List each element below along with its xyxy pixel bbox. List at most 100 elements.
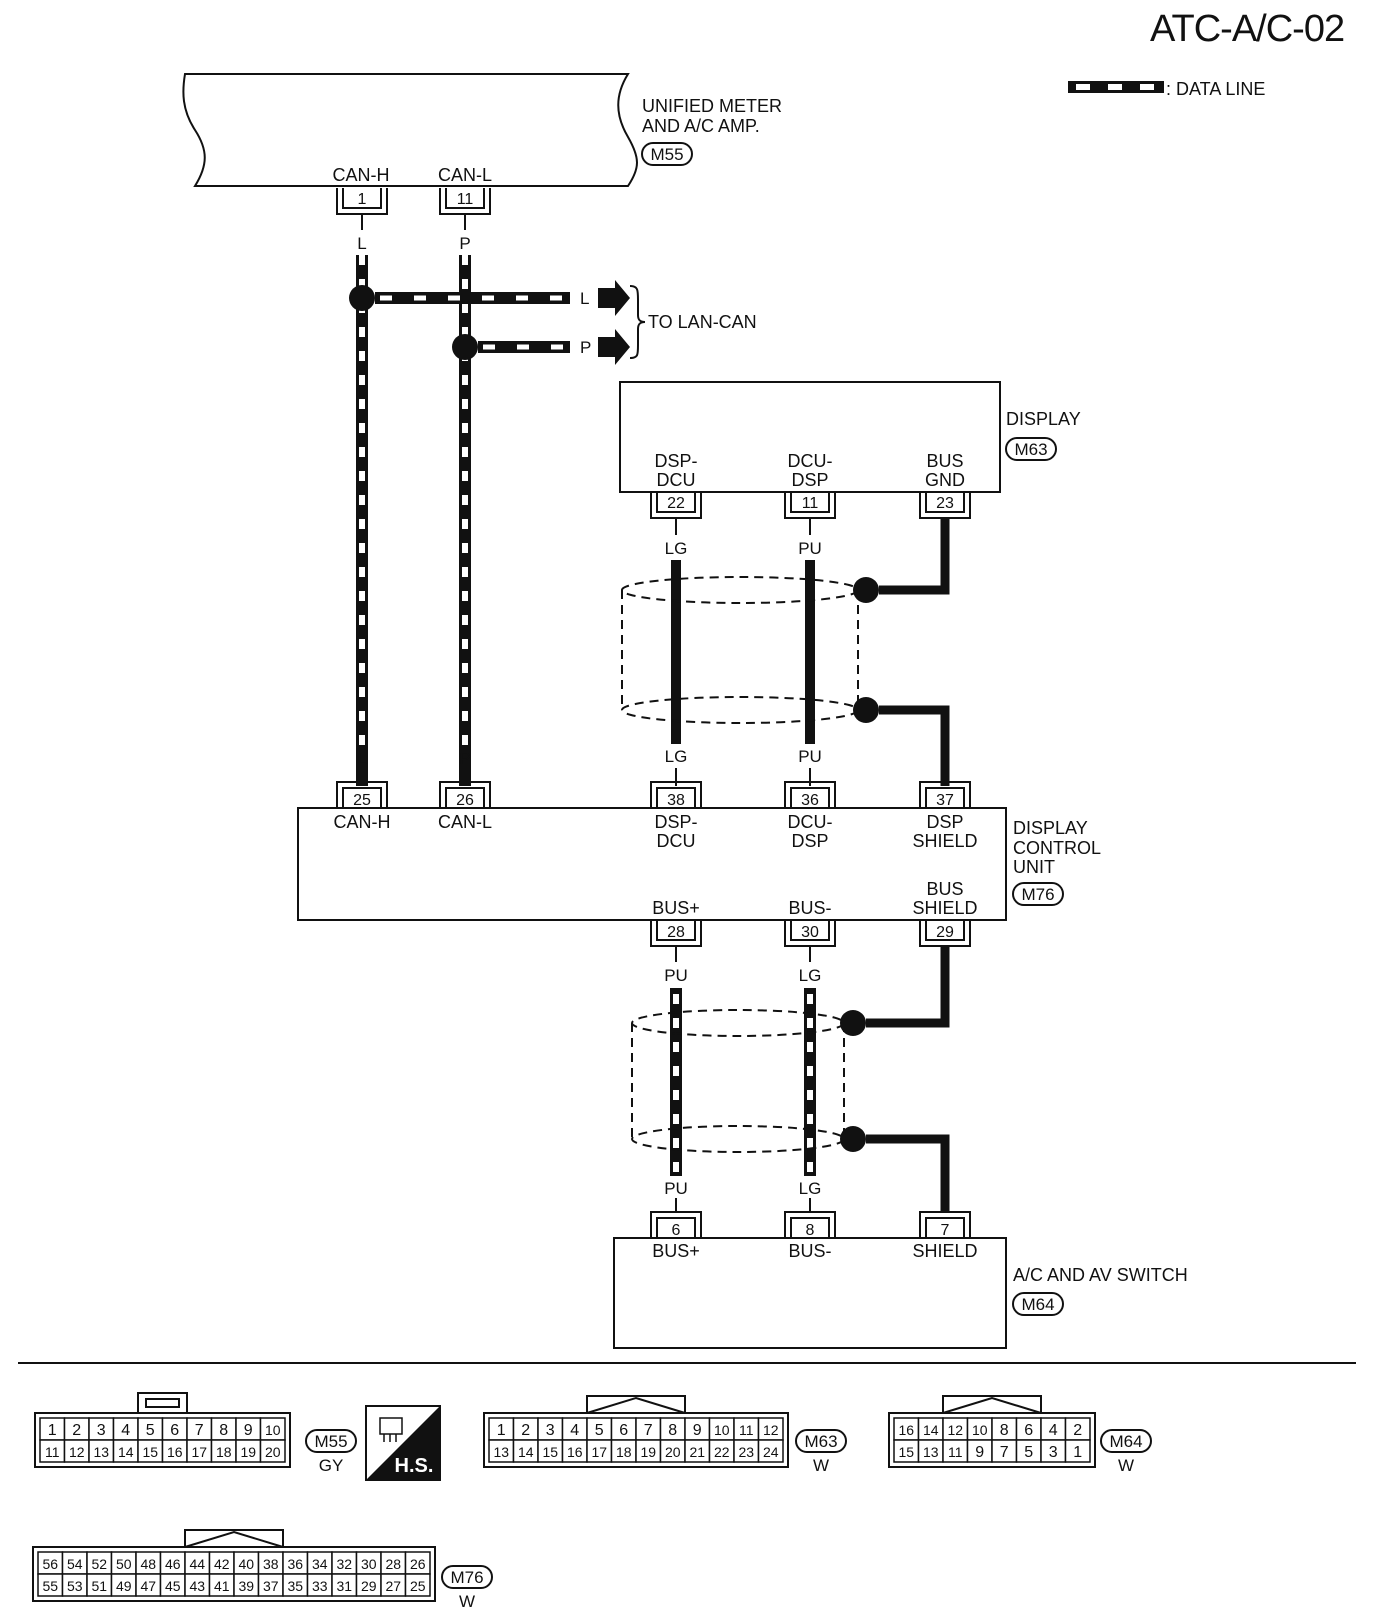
svg-text:PU: PU: [664, 966, 688, 985]
cavity-number: 46: [165, 1556, 181, 1572]
hs-label: H.S.: [395, 1455, 434, 1477]
svg-text:36: 36: [801, 792, 819, 809]
cavity-number: 2: [521, 1422, 530, 1439]
svg-text:1: 1: [358, 191, 367, 208]
cavity-number: 9: [975, 1444, 984, 1461]
svg-text:CAN-L: CAN-L: [438, 812, 492, 832]
cavity-number: 52: [91, 1556, 107, 1572]
cavity-number: 24: [763, 1444, 779, 1460]
cavity-number: 20: [665, 1444, 681, 1460]
svg-text:DSP: DSP: [926, 812, 963, 832]
cavity-number: 45: [165, 1578, 181, 1594]
m64-pin-6: 6: [650, 1211, 702, 1239]
svg-text:11: 11: [457, 191, 474, 208]
cavity-number: 16: [898, 1422, 914, 1438]
connector-cavity: [259, 1439, 286, 1463]
svg-text:26: 26: [456, 792, 474, 809]
svg-text:BUS+: BUS+: [652, 1241, 700, 1261]
cavity-number: 18: [216, 1444, 232, 1460]
cavity-number: 14: [118, 1444, 134, 1460]
m76-pin-36: 36: [784, 781, 836, 809]
m63-pin-11: 11: [784, 492, 836, 519]
to-lan-can-label: TO LAN-CAN: [648, 312, 757, 332]
connector-id: M76: [450, 1568, 483, 1587]
m76-pin-37: 37: [919, 781, 971, 809]
upper-shield: [621, 518, 950, 786]
svg-text:LG: LG: [799, 1179, 822, 1198]
svg-text:SHIELD: SHIELD: [912, 898, 977, 918]
cavity-number: 11: [45, 1444, 60, 1460]
svg-text:P: P: [580, 338, 591, 357]
cavity-number: 12: [947, 1422, 963, 1438]
cavity-number: 6: [1024, 1422, 1033, 1439]
cavity-number: 2: [1073, 1422, 1082, 1439]
connector-color: W: [459, 1592, 475, 1611]
svg-text:23: 23: [936, 495, 954, 512]
cavity-number: 18: [616, 1444, 632, 1460]
cavity-number: 11: [739, 1422, 754, 1438]
cavity-number: 14: [518, 1444, 534, 1460]
cavity-number: 19: [240, 1444, 256, 1460]
to-lan-can-brace: TO LAN-CAN: [629, 285, 757, 359]
m76-pin-38: 38: [650, 781, 702, 809]
cavity-number: 10: [265, 1422, 281, 1438]
svg-text:28: 28: [667, 924, 685, 941]
cavity-number: 7: [1000, 1444, 1009, 1461]
dcu-dsp-wire: PU PU: [798, 518, 822, 786]
cavity-number: 17: [591, 1444, 607, 1460]
bus-minus-wire: LG LG: [799, 946, 822, 1212]
meter-name-1: UNIFIED METER: [642, 96, 782, 116]
switch-name: A/C AND AV SWITCH: [1013, 1265, 1188, 1285]
connector-cavity: [1064, 1439, 1091, 1463]
cavity-number: 4: [570, 1422, 579, 1439]
display-box: DISPLAY M63 DSP- DCU DCU- DSP BUS GND: [619, 381, 1081, 493]
cavity-number: 9: [244, 1422, 253, 1439]
harness-symbol-badge: H.S.: [365, 1405, 441, 1481]
svg-text:38: 38: [667, 792, 685, 809]
cavity-number: 35: [287, 1578, 303, 1594]
connector-cavity: [404, 1573, 431, 1597]
connector-id: M63: [804, 1432, 837, 1451]
svg-text:DSP-: DSP-: [654, 451, 697, 471]
svg-text:11: 11: [802, 495, 819, 512]
lan-can-branch-p: P: [452, 329, 630, 365]
m55-pin1-label: CAN-H: [333, 165, 390, 185]
cavity-number: 13: [93, 1444, 109, 1460]
cavity-number: 40: [238, 1556, 254, 1572]
cavity-number: 49: [116, 1578, 132, 1594]
cavity-number: 41: [214, 1578, 230, 1594]
can-h-wire: L L: [356, 214, 368, 786]
cavity-number: 13: [923, 1444, 939, 1460]
cavity-number: 20: [265, 1444, 281, 1460]
connector-cavity: [757, 1439, 784, 1463]
cavity-number: 37: [263, 1578, 279, 1594]
cavity-number: 27: [385, 1578, 401, 1594]
cavity-number: 43: [189, 1578, 205, 1594]
cavity-number: 16: [167, 1444, 183, 1460]
svg-text:SHIELD: SHIELD: [912, 1241, 977, 1261]
svg-text:BUS: BUS: [926, 879, 963, 899]
cavity-number: 1: [1073, 1444, 1082, 1461]
cavity-number: 5: [595, 1422, 604, 1439]
cavity-number: 15: [898, 1444, 914, 1460]
display-connector-id: M63: [1014, 440, 1047, 459]
connector-color: W: [1118, 1456, 1134, 1475]
lan-can-branch-l: L: [349, 280, 630, 316]
cavity-number: 11: [948, 1444, 963, 1460]
cavity-number: 12: [763, 1422, 779, 1438]
cavity-number: 31: [336, 1578, 352, 1594]
svg-text:DSP: DSP: [791, 831, 828, 851]
dsp-dcu-wire: LG LG: [665, 518, 687, 786]
cavity-number: 19: [640, 1444, 656, 1460]
cavity-number: 56: [42, 1556, 58, 1572]
cavity-number: 21: [689, 1444, 705, 1460]
m55-pin-1: 1: [336, 188, 388, 215]
m63-pin-23: 23: [919, 492, 971, 519]
cavity-number: 55: [42, 1578, 58, 1594]
cavity-number: 47: [140, 1578, 156, 1594]
svg-text:DCU-: DCU-: [788, 812, 833, 832]
